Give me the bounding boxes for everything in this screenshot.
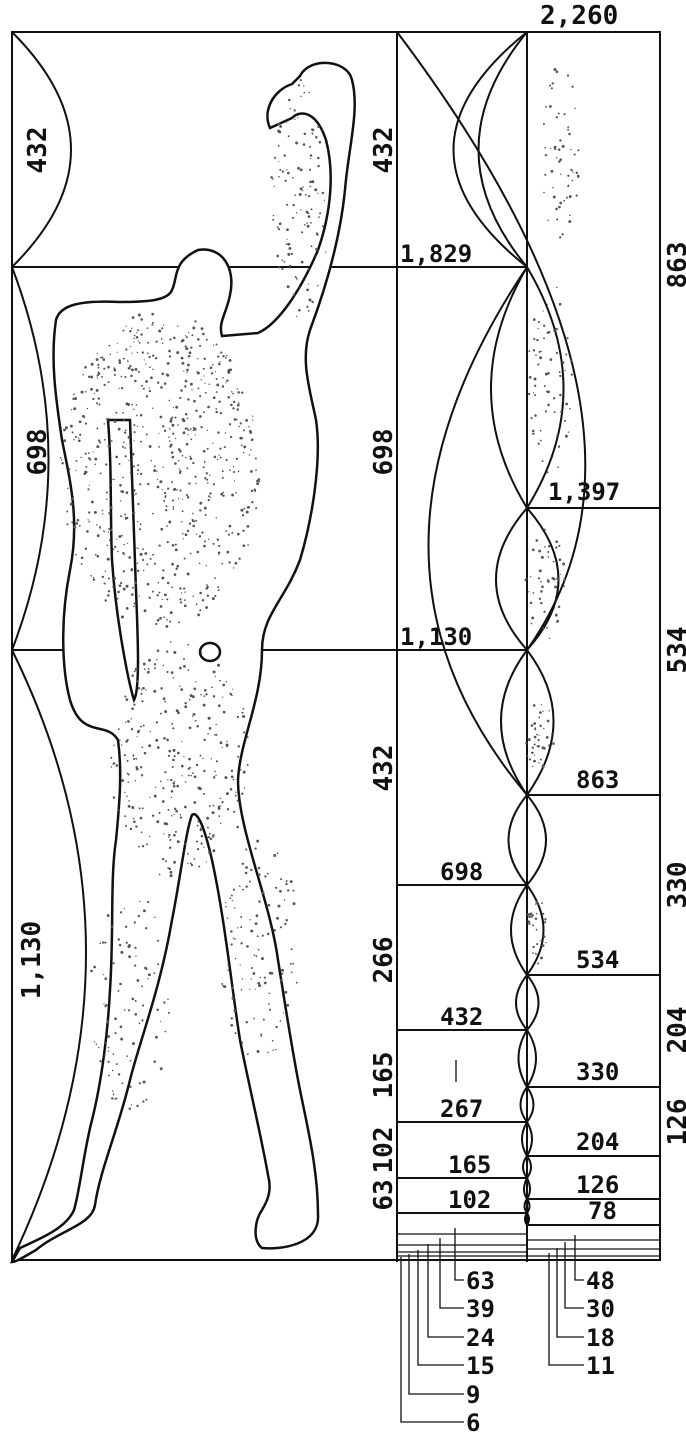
red-label-432: 432: [440, 1003, 483, 1031]
left-label-698: 698: [23, 429, 53, 476]
callout-48: 48: [586, 1267, 615, 1295]
red-label-102: 102: [448, 1186, 491, 1214]
callout-24: 24: [466, 1324, 495, 1352]
callout-39: 39: [466, 1295, 495, 1323]
callout-9: 9: [466, 1381, 480, 1409]
red-label-267: 267: [440, 1095, 483, 1123]
right-label-330: 330: [663, 862, 686, 909]
top-value-label: 2,260: [540, 1, 618, 31]
blue-label-78: 78: [588, 1197, 617, 1225]
right-label-863: 863: [663, 242, 686, 289]
callout-18: 18: [586, 1324, 615, 1352]
blue-label-1397: 1,397: [548, 478, 620, 506]
mid-label-432: 432: [369, 745, 399, 792]
callout-30: 30: [586, 1295, 615, 1323]
right-label-204: 204: [663, 1007, 686, 1054]
blue-label-330: 330: [576, 1058, 619, 1086]
blue-label-126: 126: [576, 1171, 619, 1199]
mid-label-432-top: 432: [369, 127, 399, 174]
callout-11: 11: [586, 1352, 615, 1380]
blue-label-204: 204: [576, 1128, 619, 1156]
mid-label-698: 698: [369, 429, 399, 476]
left-label-432: 432: [23, 127, 53, 174]
mid-label-63: 63: [369, 1179, 399, 1210]
blue-label-863: 863: [576, 766, 619, 794]
red-label-165: 165: [448, 1151, 491, 1179]
red-label-1130: 1,130: [400, 623, 472, 651]
left-label-1130: 1,130: [17, 921, 47, 999]
mid-label-266: 266: [369, 937, 399, 984]
callout-6: 6: [466, 1409, 480, 1436]
callout-63: 63: [466, 1267, 495, 1295]
callout-15: 15: [466, 1352, 495, 1380]
right-label-126: 126: [663, 1099, 686, 1146]
right-label-534: 534: [663, 627, 686, 674]
mid-label-102: 102: [369, 1127, 399, 1174]
mid-label-165: 165: [369, 1052, 399, 1099]
red-label-698: 698: [440, 858, 483, 886]
red-label-1829: 1,829: [400, 240, 472, 268]
blue-label-534: 534: [576, 946, 619, 974]
